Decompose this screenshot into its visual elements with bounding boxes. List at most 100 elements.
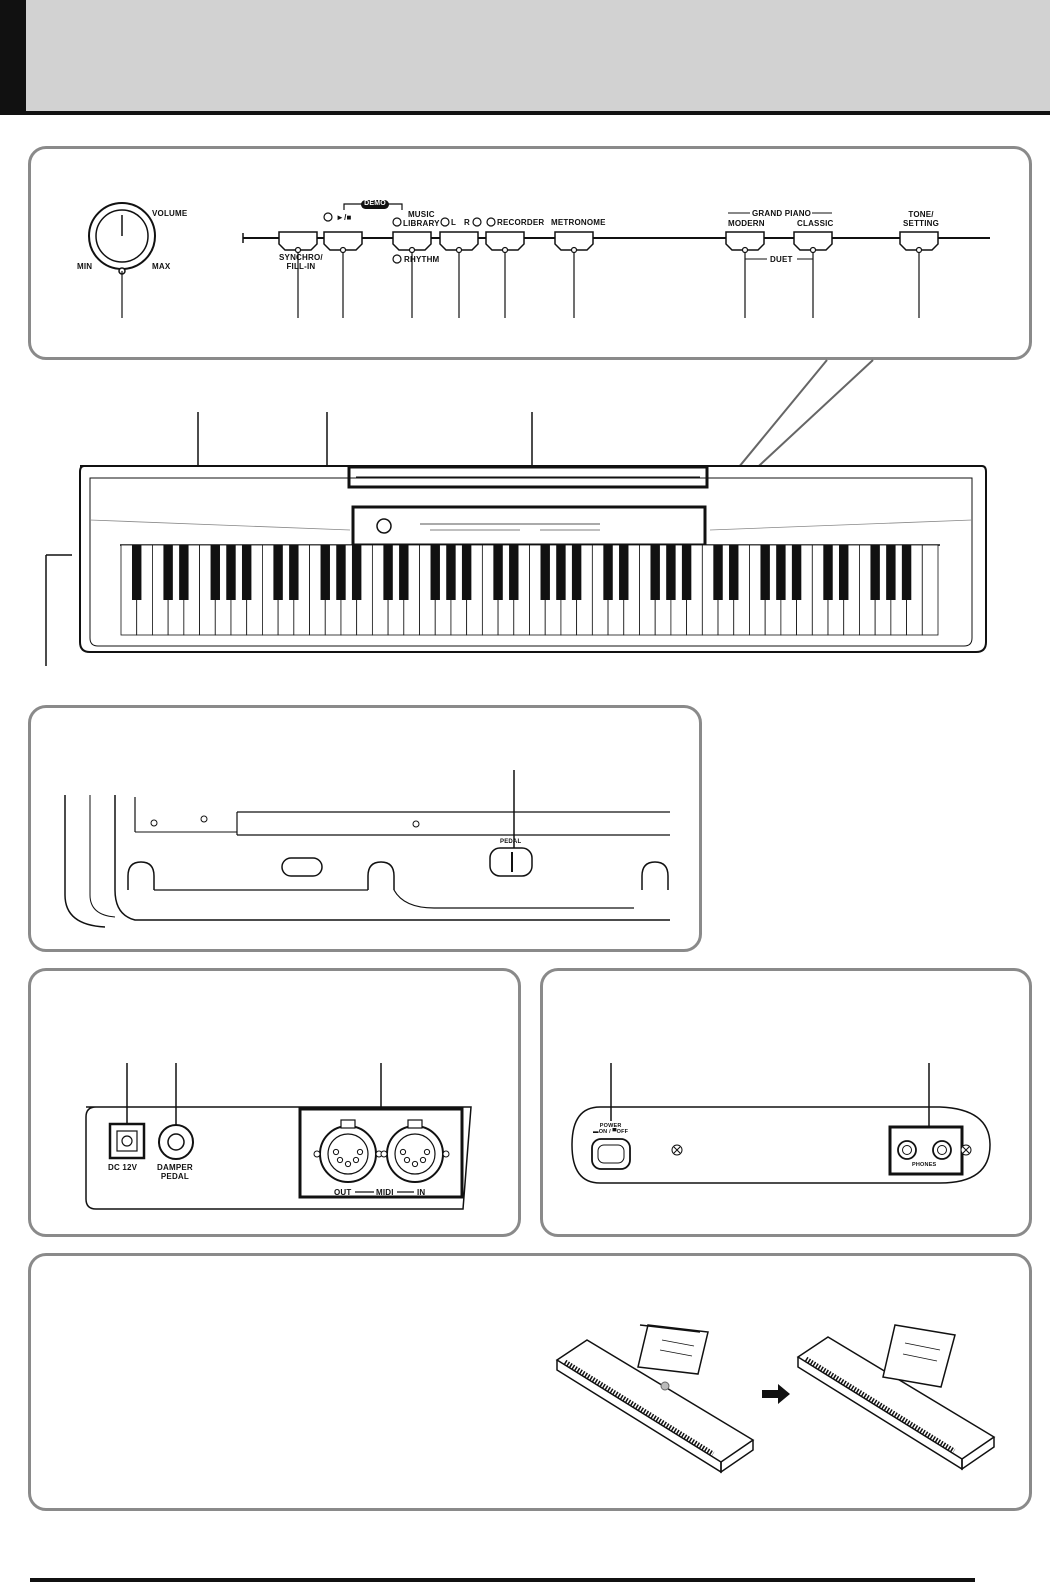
rhythm-led [392,254,402,264]
white-key [921,544,939,636]
midi-in-port[interactable] [380,1119,450,1183]
black-key [320,545,330,600]
midi-pin [336,1156,344,1164]
header-bar [0,0,1050,115]
modern-label: MODERN [728,219,765,228]
demo-badge [361,200,389,209]
power-label: POWER ▬ON / ▀OFF [593,1123,629,1135]
l-led [440,217,450,227]
midi-pin [332,1148,340,1156]
black-key [760,545,770,600]
r-led [472,217,482,227]
midi-out-label: OUT [334,1188,352,1197]
midi-pin [411,1160,419,1168]
black-key [603,545,613,600]
piano-stand-step-2 [796,1324,996,1471]
black-key [226,545,236,600]
modern-button[interactable] [725,231,765,251]
black-key [461,545,472,600]
midi-pin [344,1160,352,1168]
r-label: R [464,218,470,227]
l-label: L [451,218,457,227]
duet-label: DUET [770,255,793,264]
black-key [430,545,440,600]
keyboard-overview [79,465,987,653]
max-label: MAX [152,262,171,271]
black-key [289,545,299,600]
music-library-label: MUSIC LIBRARY [403,210,440,228]
midi-in-label: IN [417,1188,426,1197]
foot-left [127,861,155,890]
black-key [571,545,582,600]
black-key [509,545,519,600]
black-key [823,545,833,600]
damper-pedal-label: DAMPER PEDAL [157,1163,193,1181]
black-key [241,545,252,600]
arrow-icon [762,1384,790,1404]
black-key [713,545,723,600]
bottom-view-drawing [64,770,670,928]
piano-stand-step-1 [555,1324,755,1474]
volume-label: VOLUME [152,209,188,218]
black-key [681,545,692,600]
tone-setting-button[interactable] [899,231,939,251]
black-key [163,545,173,600]
back-panel-drawing [85,1063,472,1210]
classic-label: CLASSIC [797,219,834,228]
black-key [839,545,849,600]
footer-line [30,1578,975,1582]
grand-piano-label: GRAND PIANO [752,209,812,218]
black-key [776,545,786,600]
black-key [383,545,393,600]
metronome-label: METRONOME [551,218,606,227]
black-key [399,545,409,600]
black-key [729,545,739,600]
black-key [619,545,629,600]
black-key [791,545,802,600]
black-key [493,545,503,600]
midi-pin [352,1156,360,1164]
midi-pin [356,1148,364,1156]
recorder-label: RECORDER [497,218,545,227]
midi-label: MIDI [376,1188,394,1197]
recorder-button[interactable] [485,231,525,251]
play-stop-button[interactable] [323,231,363,251]
rhythm-label: RHYTHM [404,255,440,264]
side-panel-drawing [571,1063,991,1184]
black-keys [131,545,912,600]
recorder-led [486,217,496,227]
control-panel-detail [28,146,1032,360]
pedal-label: PEDAL [500,839,522,845]
classic-button[interactable] [793,231,833,251]
foot-middle [367,861,395,890]
synchro-fill-in-label: SYNCHRO/ FILL-IN [279,253,323,271]
demo-label: DEMO [364,200,386,207]
black-key [336,545,346,600]
black-key [556,545,566,600]
side-panel [540,968,1032,1237]
music-library-led [392,217,402,227]
black-key [131,545,142,600]
min-label: MIN [77,262,93,271]
l-button[interactable] [439,231,479,251]
header-tab [0,0,26,115]
midi-pin [403,1156,411,1164]
metronome-button[interactable] [554,231,594,251]
dc-12v-label: DC 12V [108,1163,138,1172]
synchro-fill-in-button[interactable] [278,231,318,251]
control-panel-drawing [45,200,990,666]
black-key [446,545,456,600]
phones-label: PHONES [912,1162,937,1168]
black-key [886,545,896,600]
black-key [179,545,189,600]
black-key [870,545,880,600]
black-key [273,545,283,600]
black-key [901,545,912,600]
midi-pin [419,1156,427,1164]
bottom-view-panel [28,705,702,952]
black-key [666,545,676,600]
play-led [323,212,333,222]
music-library-button[interactable] [392,231,432,251]
music-stand-drawing [555,1324,996,1474]
midi-out-port[interactable] [313,1119,383,1183]
